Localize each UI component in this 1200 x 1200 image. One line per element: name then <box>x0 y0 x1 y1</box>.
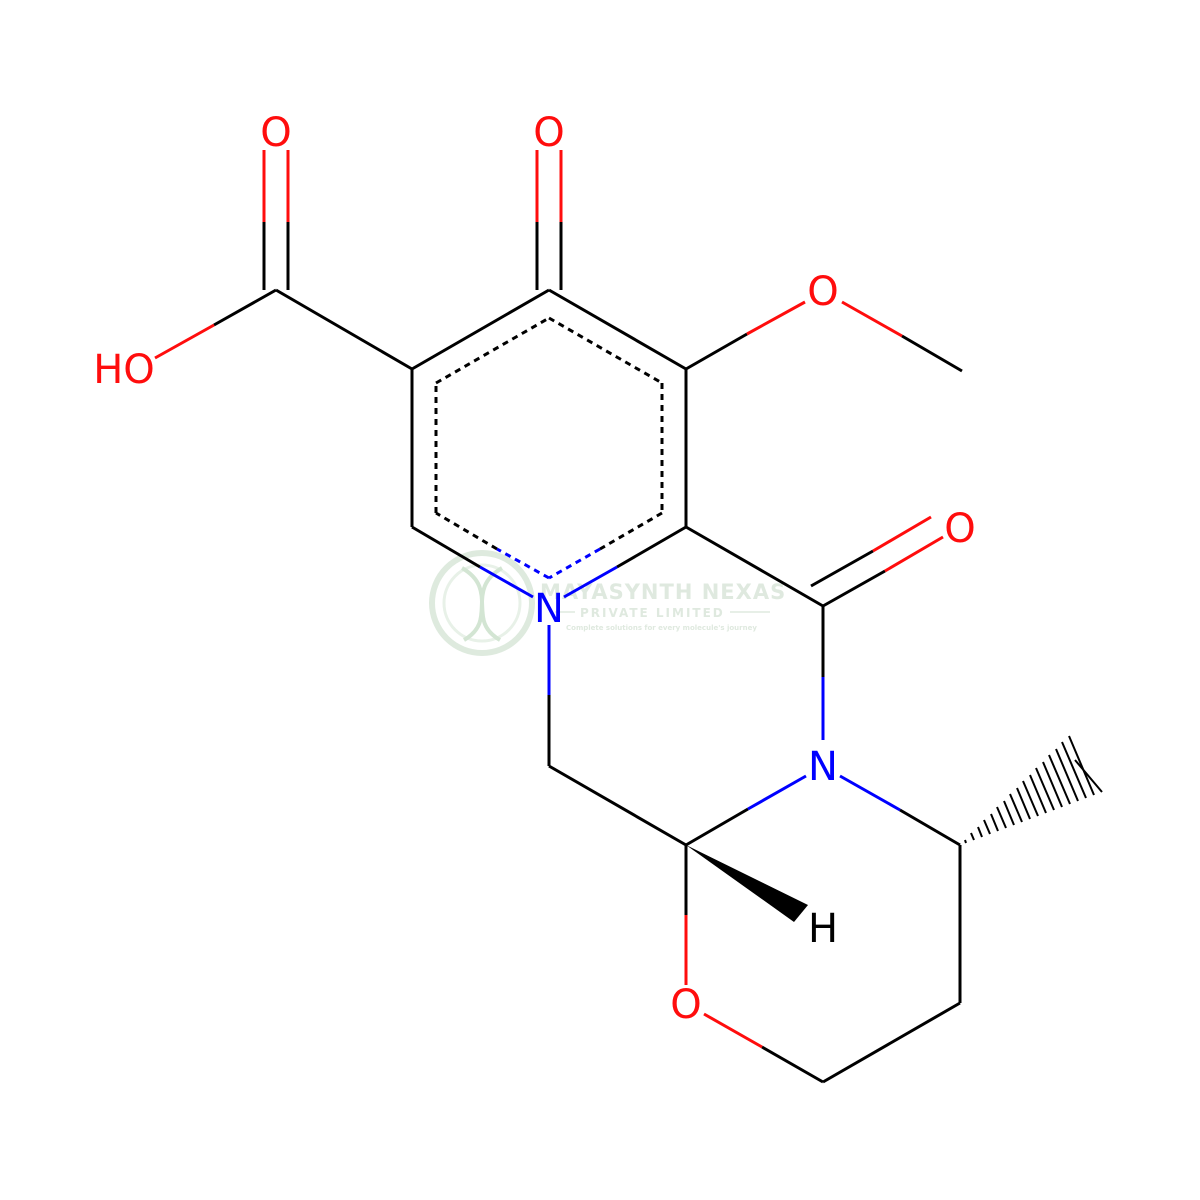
bond-ring-c6-n <box>563 525 687 599</box>
atom-o-acid-carbonyl: O <box>260 110 291 156</box>
atom-n-amide: N <box>808 744 838 790</box>
atom-n-ring: N <box>534 586 564 632</box>
atom-o-ring: O <box>670 982 701 1028</box>
watermark-title: MAYASYNTH NEXAS <box>540 580 786 604</box>
atom-o-ketone: O <box>533 110 564 156</box>
bond-ch2-o-ring <box>703 1012 824 1084</box>
bond-acid-to-ring <box>275 288 413 371</box>
watermark-subtitle: PRIVATE LIMITED <box>580 606 725 620</box>
bond-ch2-ch <box>548 764 687 847</box>
bond-hash-methyl <box>964 735 1103 844</box>
bond-ring-c4-c5 <box>548 288 687 371</box>
bond-amide-carbonyl <box>810 515 944 608</box>
atom-h-stereo: H <box>808 906 838 952</box>
bond-n-amide-cme <box>839 774 961 847</box>
bonds <box>154 150 963 1084</box>
bond-ring-n-c2 <box>411 525 534 599</box>
atom-o-methoxy: O <box>807 269 838 315</box>
bond-ch2-ch2 <box>822 1001 961 1084</box>
bond-wedge-h <box>686 845 808 922</box>
watermark: MAYASYNTH NEXAS PRIVATE LIMITED Complete… <box>429 550 786 656</box>
bond-ch-n-amide <box>685 774 807 847</box>
atom-labels: O O O HO O N N H O <box>93 110 976 1028</box>
bond-methoxy <box>685 300 963 373</box>
watermark-tagline: Complete solutions for every molecule's … <box>566 624 757 632</box>
bond-ring-c3-c4 <box>411 288 550 371</box>
bond-ketone <box>535 150 563 290</box>
bond-c6-amide-carbon <box>685 525 824 608</box>
bond-acid-hydroxyl <box>154 288 277 360</box>
watermark-logo-icon <box>429 550 535 656</box>
atom-o-amide: O <box>944 506 975 552</box>
bond-acid-carbonyl <box>262 150 290 290</box>
aromatic-dashes <box>434 316 664 580</box>
atom-hydroxyl: HO <box>93 347 155 393</box>
